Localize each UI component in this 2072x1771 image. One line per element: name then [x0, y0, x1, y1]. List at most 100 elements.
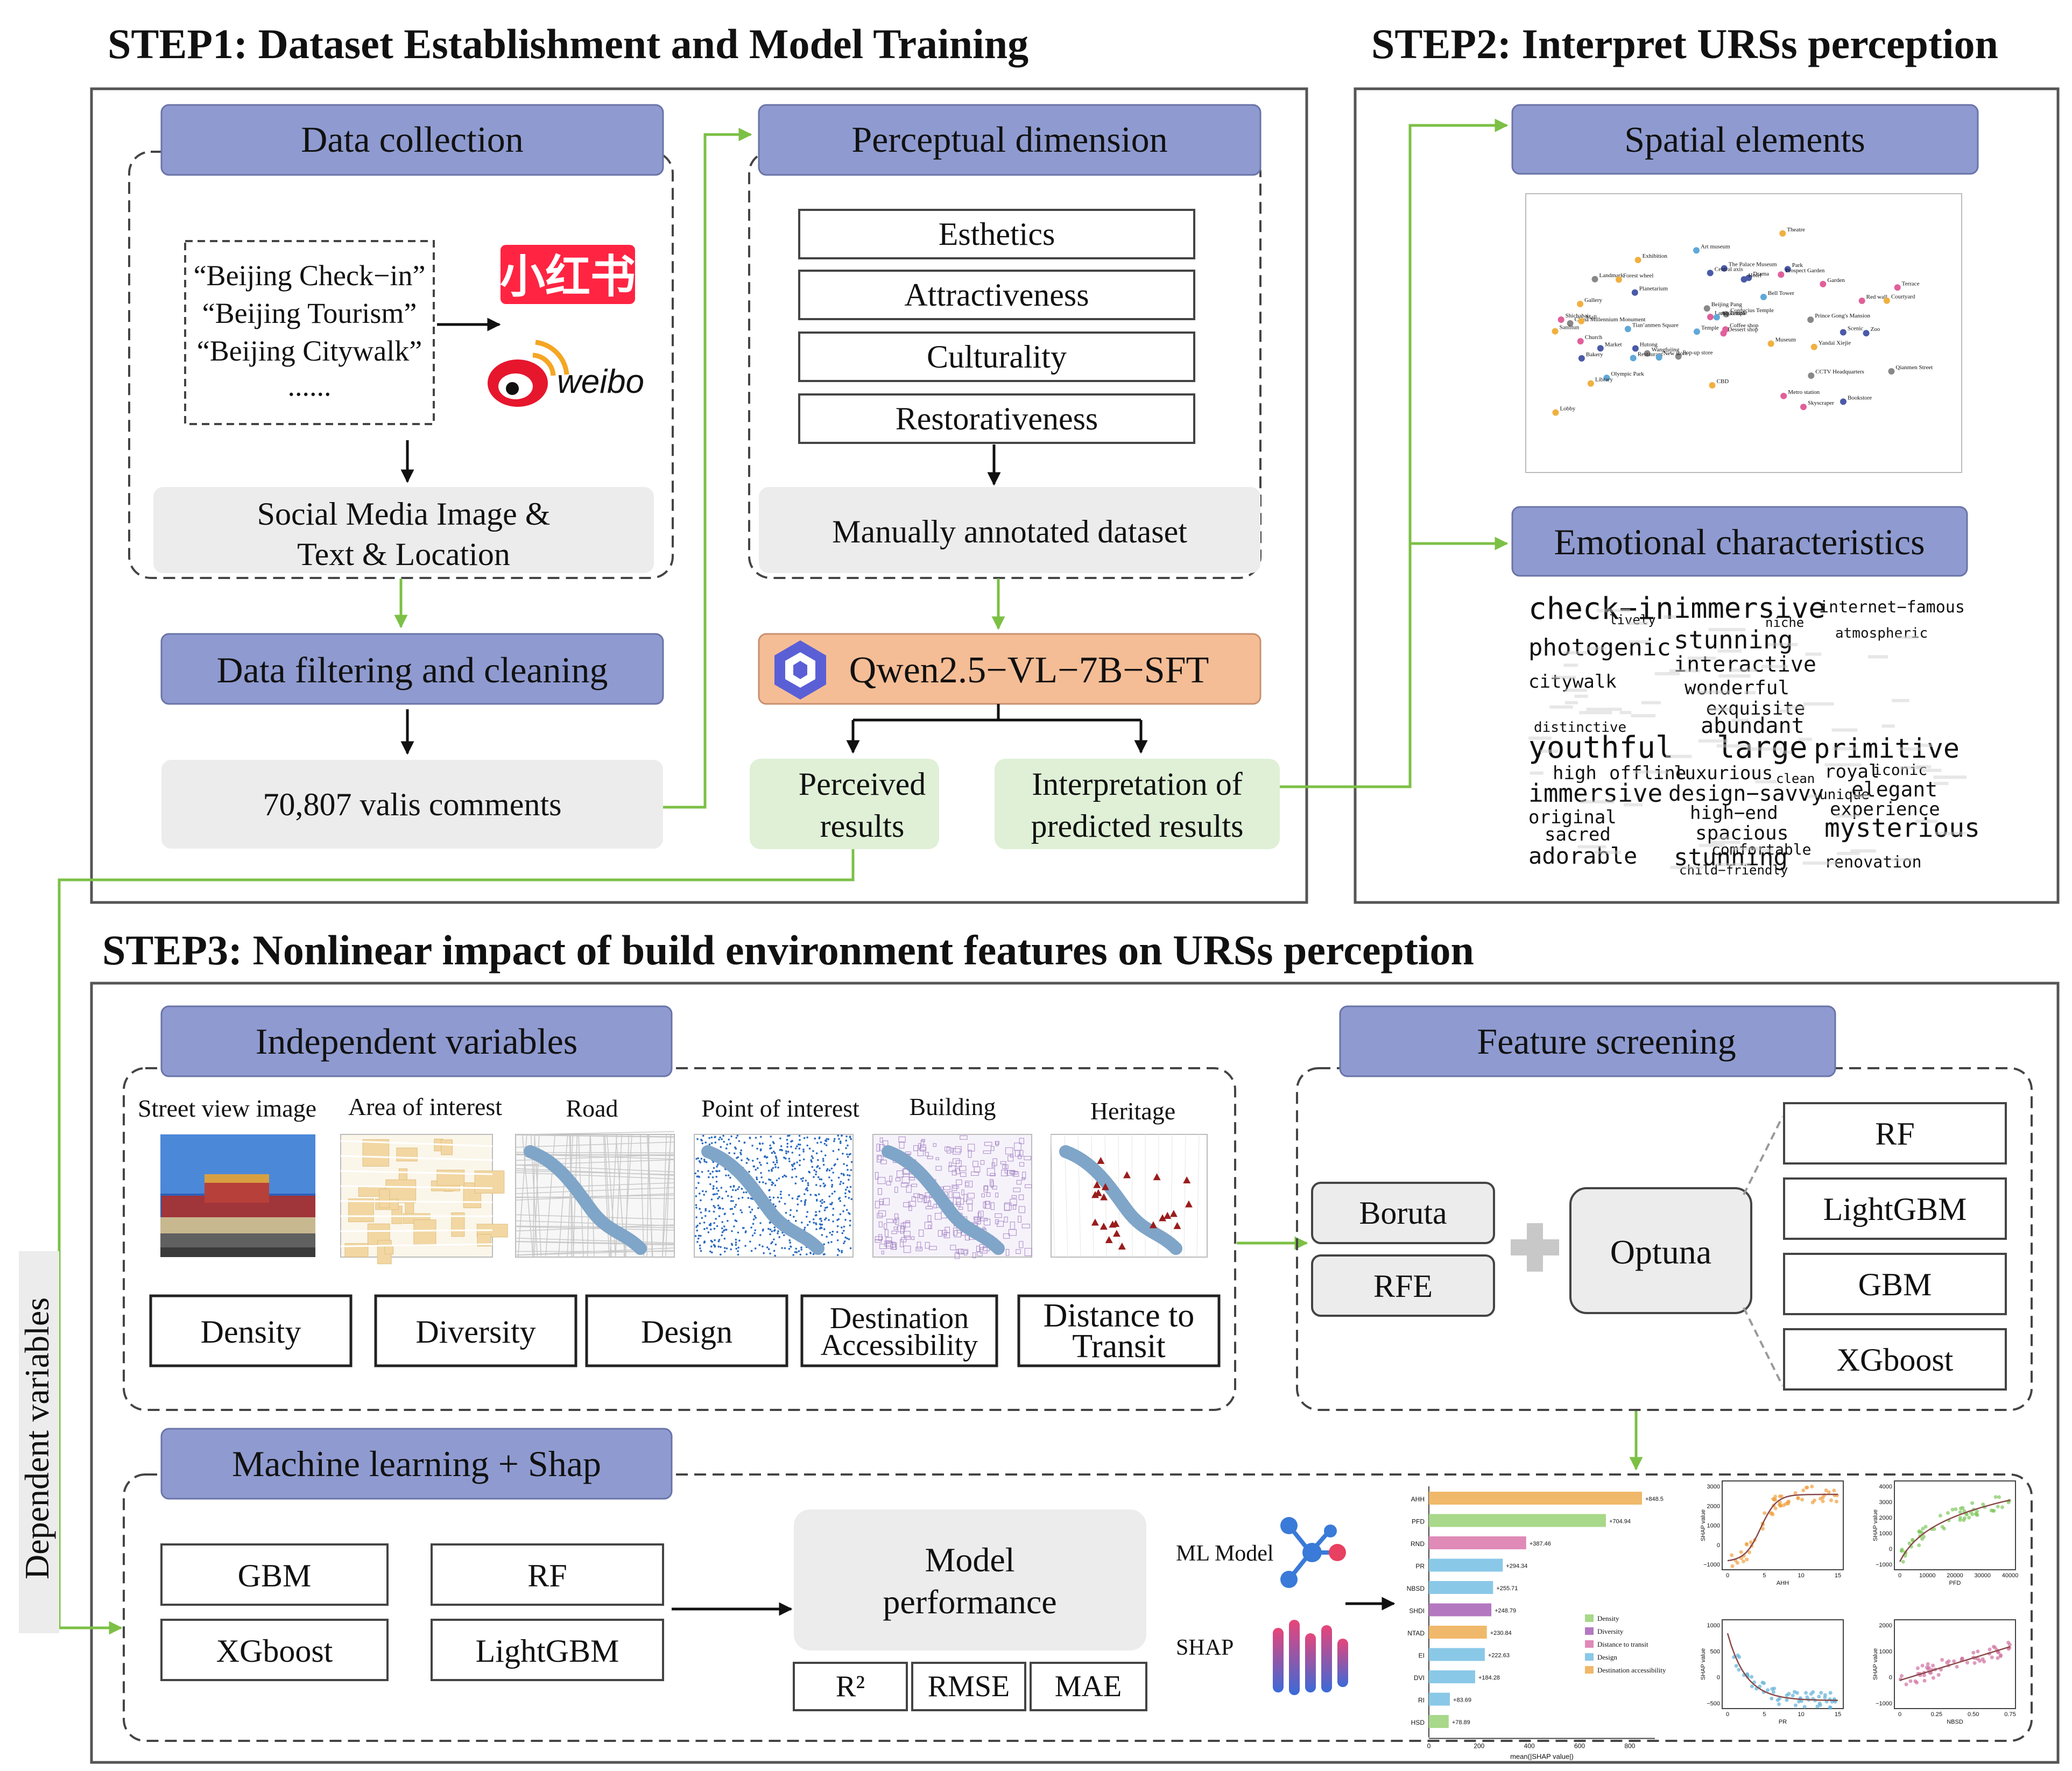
shap-xtick: 0 [1427, 1742, 1431, 1750]
step2-panel [1354, 87, 2060, 904]
dep-xtick: 0.25 [1931, 1711, 1942, 1718]
scatter-label: Church [1585, 334, 1603, 341]
dimension-culturality-label: Culturality [927, 339, 1067, 375]
dep-point [1785, 1693, 1789, 1697]
scatter-label: Forest wheel [1623, 272, 1654, 279]
scatter-label: Lama Temple [1715, 310, 1747, 316]
shap-bar [1429, 1626, 1487, 1639]
dep-point [1990, 1655, 1994, 1660]
scatter-label: Olympic Park [1611, 371, 1644, 377]
dep-xtick: 40000 [2002, 1572, 2019, 1579]
category-diversity-label: Diversity [415, 1314, 535, 1350]
word-cloud-word: immersive [1674, 592, 1826, 625]
dep-point [1730, 1564, 1735, 1568]
dep-xtick: 15 [1835, 1711, 1841, 1718]
legend-label: Design [1597, 1653, 1617, 1661]
dep-point [1993, 1646, 1997, 1650]
category-destination-line2: Accessibility [821, 1329, 978, 1362]
perceptual-group [748, 151, 1261, 579]
dep-point [1927, 1666, 1931, 1670]
dep-point [1817, 1695, 1821, 1699]
legend-swatch [1585, 1666, 1594, 1674]
dep-ylabel: SHAP value [1872, 1509, 1879, 1541]
scatter-label: Theatre [1787, 227, 1805, 233]
qwen-model-box [758, 633, 1261, 705]
scatter-label: Hutong [1640, 342, 1658, 348]
scatter-point [1591, 276, 1598, 283]
screen-model-lightgbm [1783, 1177, 2007, 1240]
scatter-point [1634, 257, 1641, 264]
dep-xtick: 0 [1898, 1572, 1901, 1579]
scatter-label: Terrace [1902, 280, 1920, 287]
scatter-point [1807, 316, 1814, 323]
shap-bar-category: PR [1415, 1563, 1425, 1570]
dep-point [1818, 1497, 1822, 1501]
arrow-dependent-variables [58, 849, 855, 1635]
dimension-restorativeness-label: Restorativeness [896, 401, 1098, 436]
dependent-variables-label: Dependent variables [18, 1297, 56, 1579]
arrow-to-spatial-elements [1280, 118, 1509, 788]
dep-point [1940, 1525, 1944, 1529]
dep-point [1913, 1679, 1918, 1683]
step2-title: STEP2: Interpret URSs perception [1371, 20, 1998, 67]
scatter-label: Market [1605, 341, 1622, 348]
scatter-point [1888, 368, 1895, 375]
shap-bar-value: +78.89 [1452, 1719, 1470, 1726]
scatter-point [1693, 247, 1700, 254]
dep-point [1747, 1550, 1752, 1555]
perceived-results-line2: results [820, 808, 905, 844]
dep-xtick: 20000 [1947, 1572, 1963, 1579]
scatter-point [1810, 343, 1817, 350]
xiaohongshu-logo [501, 245, 635, 304]
scatter-point [1840, 329, 1847, 336]
perceived-results-line1: Perceived [799, 766, 926, 802]
dep-point [1811, 1690, 1815, 1694]
dep-point [1762, 1681, 1766, 1685]
metric-mae-label: MAE [1055, 1670, 1122, 1703]
word-cloud-word: distinctive [1534, 719, 1626, 736]
metric-r2-label: R² [836, 1670, 865, 1703]
scatter-point [1709, 382, 1716, 389]
boruta-box [1311, 1182, 1495, 1244]
query-ellipsis: ...... [288, 370, 332, 402]
shap-bar [1429, 1492, 1642, 1505]
shap-bar-value: +848.5 [1645, 1496, 1664, 1502]
scatter-label: Planetarium [1639, 286, 1668, 292]
dep-xtick: 0 [1726, 1572, 1729, 1579]
shap-bar [1429, 1715, 1449, 1728]
scatter-point [1578, 355, 1585, 362]
feature-screening-label: Feature screening [1477, 1021, 1736, 1062]
weibo-logo-text: weibo [557, 363, 644, 400]
model-performance-box [794, 1509, 1146, 1650]
data-filtering-header [160, 633, 664, 705]
shap-bar-value: +704.94 [1609, 1519, 1631, 1525]
dep-point [1996, 1656, 2000, 1660]
dependent-variables-box [19, 1251, 59, 1633]
dep-point [1923, 1525, 1928, 1529]
dep-point [1976, 1649, 1980, 1654]
shap-bar-category: NTAD [1407, 1629, 1425, 1637]
dep-point [1931, 1676, 1935, 1680]
dep-trend-line [1899, 1499, 2011, 1562]
dep-point [1962, 1509, 1967, 1513]
dep-point [1917, 1543, 1921, 1548]
dep-point [1952, 1659, 1956, 1663]
legend-swatch [1585, 1614, 1594, 1622]
dep-point [1922, 1678, 1927, 1683]
legend-label: Distance to transit [1597, 1640, 1648, 1648]
shap-xtick: 600 [1574, 1742, 1585, 1750]
dep-point [1765, 1688, 1770, 1692]
dep-point [1982, 1660, 1986, 1664]
scatter-point [1644, 350, 1651, 357]
dimension-culturality [798, 331, 1195, 382]
ml-model-lightgbm-label: LightGBM [476, 1633, 619, 1669]
dep-point [1938, 1513, 1942, 1518]
dep-xlabel: AHH [1777, 1580, 1789, 1586]
dep-point [1801, 1488, 1806, 1493]
model-performance-line2: performance [883, 1583, 1056, 1621]
feature-screening-header [1339, 1005, 1836, 1077]
scatter-label: Hotel [1749, 272, 1761, 279]
dep-point [1737, 1668, 1741, 1672]
caption-point-of-interest: Point of interest [701, 1095, 859, 1122]
